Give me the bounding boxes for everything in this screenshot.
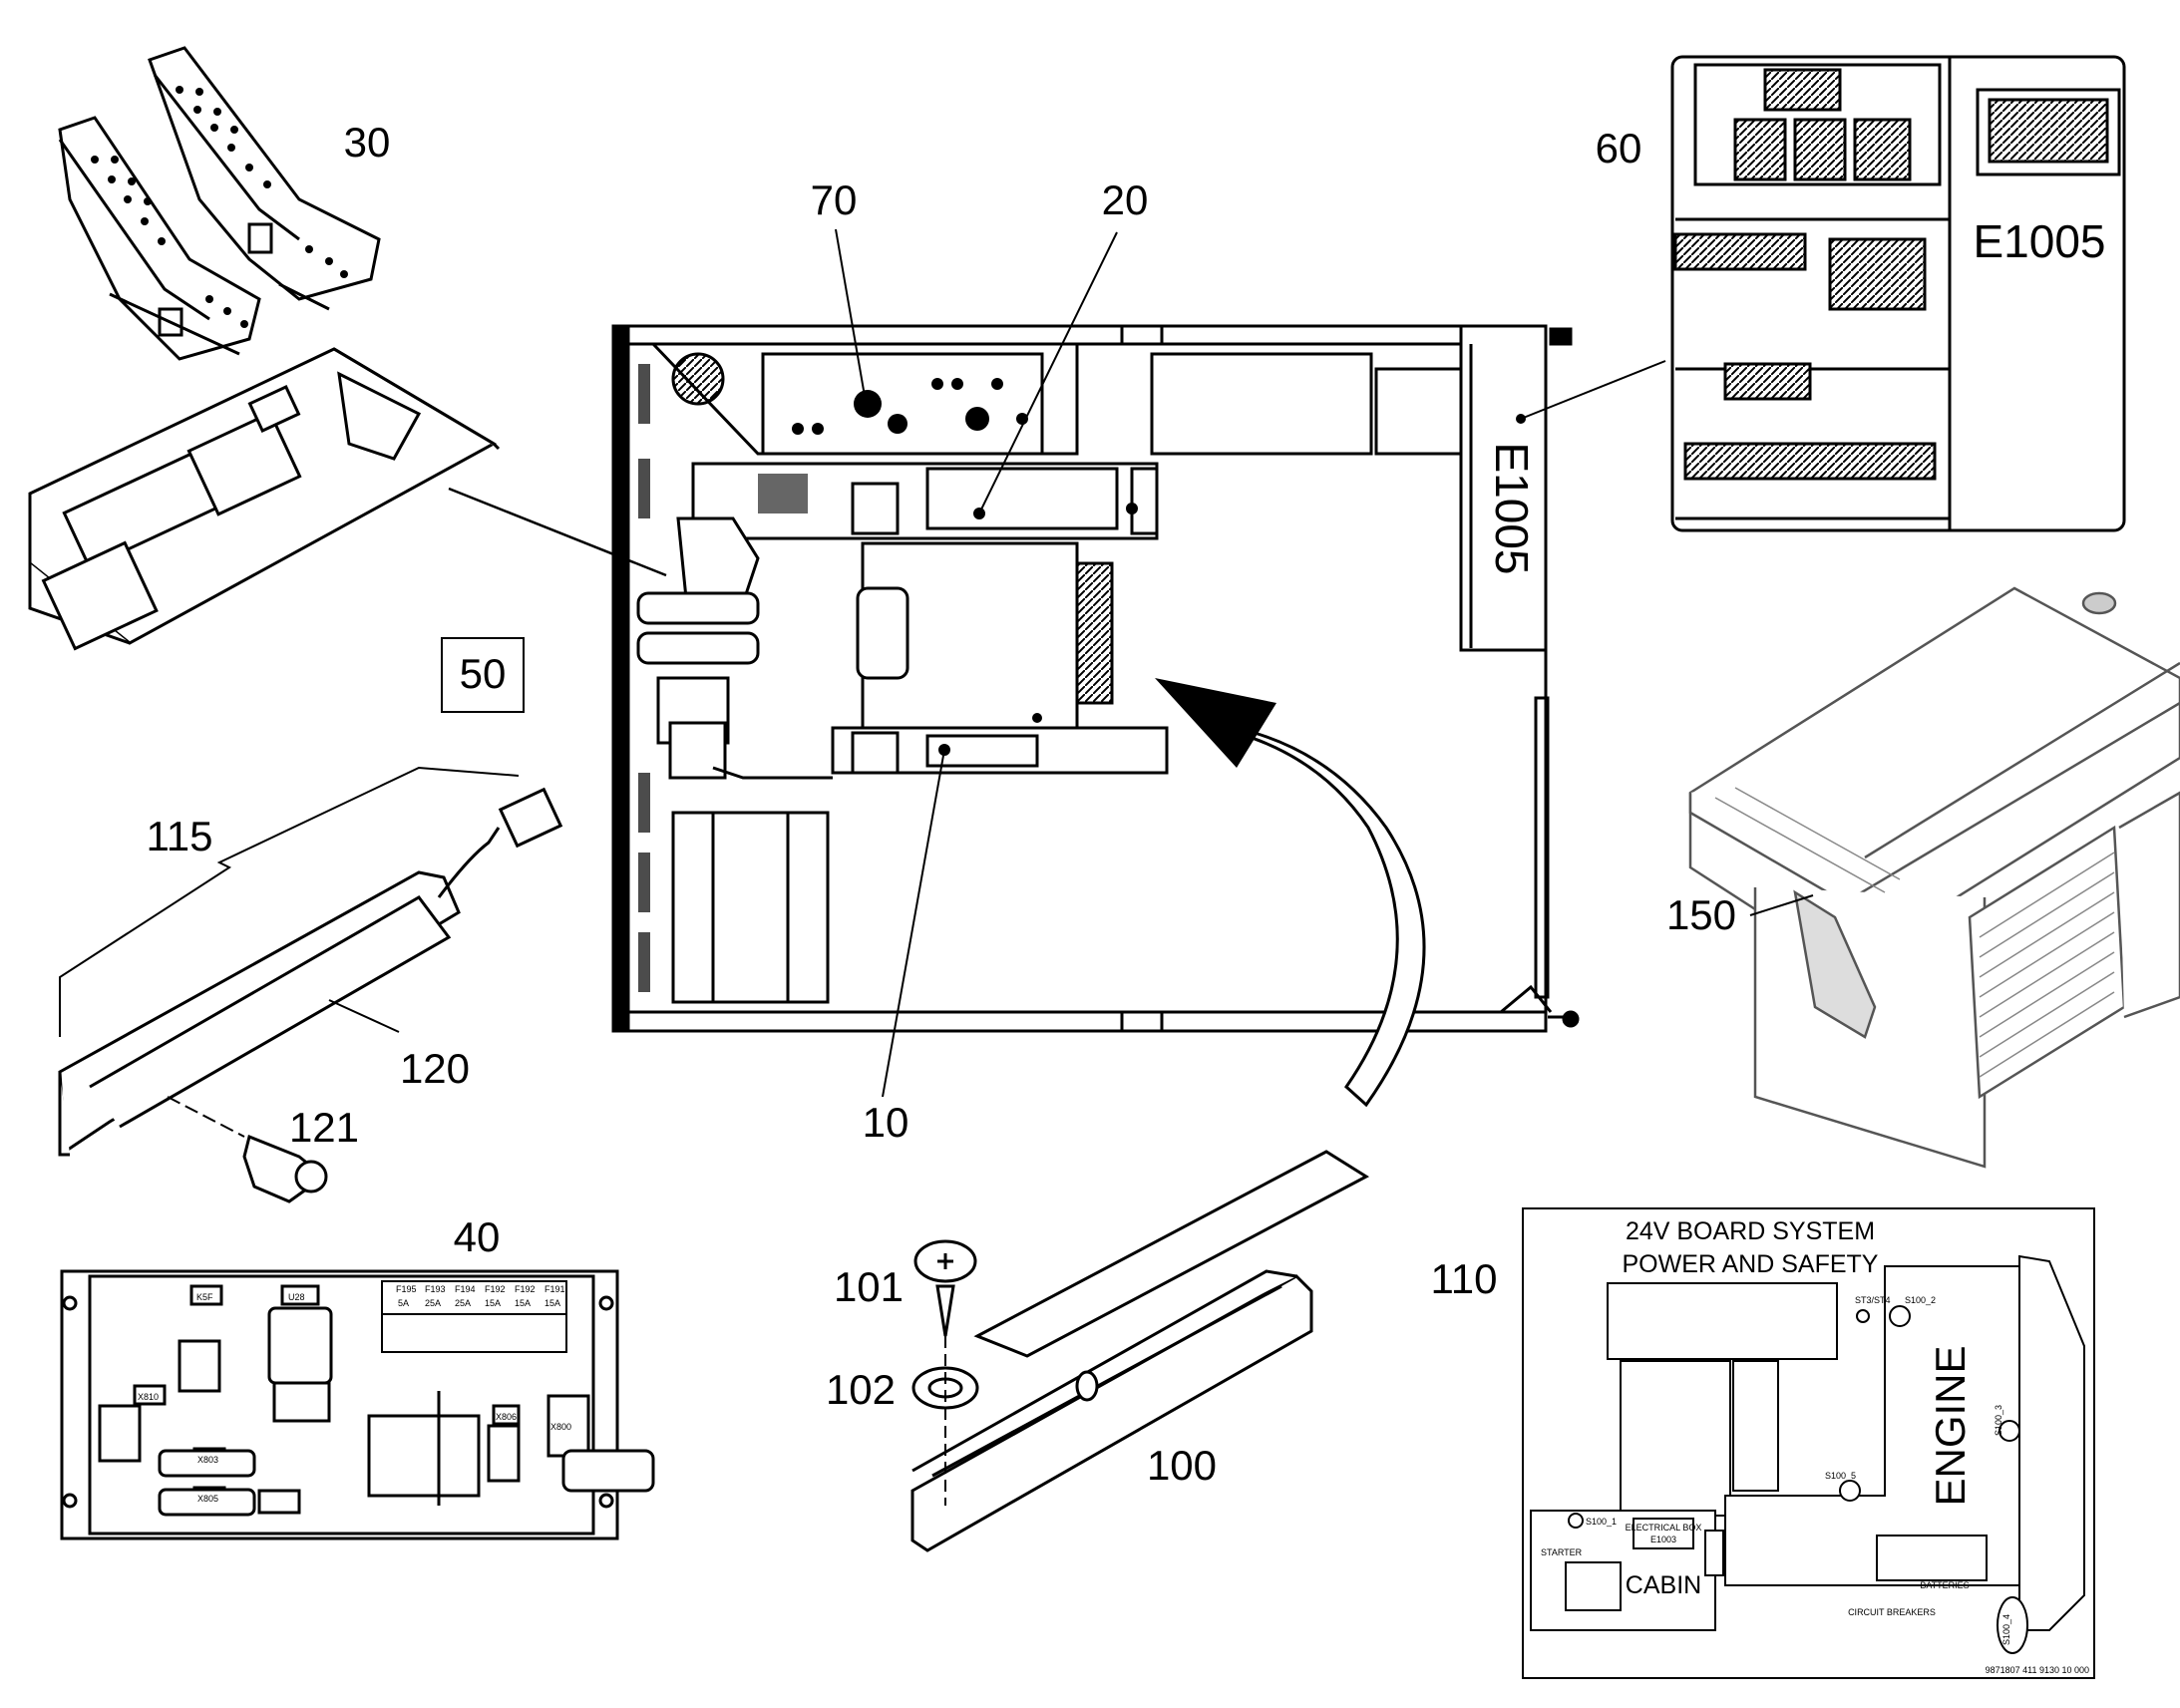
callout-120: 120 xyxy=(400,1045,470,1092)
callout-101: 101 xyxy=(834,1263,904,1310)
callout-20: 20 xyxy=(1102,176,1149,223)
leader-line xyxy=(1520,360,1666,420)
svg-text:X806: X806 xyxy=(496,1412,517,1422)
svg-text:25A: 25A xyxy=(425,1298,441,1308)
svg-text:F194: F194 xyxy=(455,1284,476,1294)
svg-text:F193: F193 xyxy=(425,1284,446,1294)
svg-text:K5F: K5F xyxy=(196,1292,213,1302)
svg-text:X805: X805 xyxy=(197,1494,218,1504)
decal-text: 24V BOARD SYSTEM POWER AND SAFETY ENGINE… xyxy=(1541,1217,2089,1675)
reference-box xyxy=(441,637,525,713)
cab-plan-view xyxy=(611,324,1580,1033)
floor-plate xyxy=(28,347,501,651)
svg-text:15A: 15A xyxy=(485,1298,501,1308)
fuse-labels: F195 F193 F194 F192 F192 F191 5A 25A 25A… xyxy=(138,1284,571,1504)
callout-110: 110 xyxy=(1431,1255,1498,1302)
callout-70: 70 xyxy=(811,176,858,223)
svg-text:X800: X800 xyxy=(550,1422,571,1432)
callout-10: 10 xyxy=(863,1099,909,1146)
svg-text:STARTER: STARTER xyxy=(1541,1547,1583,1557)
svg-text:15A: 15A xyxy=(515,1298,531,1308)
svg-text:X810: X810 xyxy=(138,1392,159,1402)
svg-text:ELECTRICAL BOX: ELECTRICAL BOX xyxy=(1626,1523,1702,1533)
callout-50: 50 xyxy=(460,650,507,697)
leader-line xyxy=(448,487,667,577)
e1005-plan-label: E1005 xyxy=(1486,442,1538,574)
plan-leaders xyxy=(835,228,1118,1098)
svg-text:U28: U28 xyxy=(288,1292,305,1302)
circuit-board xyxy=(60,1269,655,1540)
svg-text:CIRCUIT BREAKERS: CIRCUIT BREAKERS xyxy=(1848,1607,1936,1617)
svg-text:BATTERIES: BATTERIES xyxy=(1920,1580,1969,1590)
svg-text:F191: F191 xyxy=(545,1284,565,1294)
svg-text:ST3/ST4: ST3/ST4 xyxy=(1855,1295,1891,1305)
lamp-assembly xyxy=(58,766,563,1203)
install-arrow xyxy=(1155,678,1426,1108)
callout-121: 121 xyxy=(289,1104,359,1151)
callout-numbers: 10 20 30 40 60 70 100 101 102 110 115 12… xyxy=(147,119,1737,1489)
callout-100: 100 xyxy=(1147,1442,1217,1489)
svg-text:X803: X803 xyxy=(197,1455,218,1465)
e1005-panel-label: E1005 xyxy=(1973,215,2105,267)
cable-duct xyxy=(910,1150,1370,1552)
svg-text:9871807 411 9130 10 000: 9871807 411 9130 10 000 xyxy=(1986,1665,2089,1675)
callout-40: 40 xyxy=(454,1213,501,1260)
svg-text:S100_5: S100_5 xyxy=(1825,1471,1856,1481)
leader-line xyxy=(328,999,400,1033)
callout-30: 30 xyxy=(344,119,391,166)
svg-text:S100_2: S100_2 xyxy=(1905,1295,1936,1305)
svg-text:24V BOARD SYSTEM: 24V BOARD SYSTEM xyxy=(1626,1217,1875,1245)
warning-decal xyxy=(1522,1207,2095,1679)
pedal-assembly xyxy=(58,46,381,361)
electrical-cabinet xyxy=(1670,55,2126,532)
svg-text:ENGINE: ENGINE xyxy=(1927,1345,1974,1506)
svg-text:S100_4: S100_4 xyxy=(2001,1614,2011,1645)
svg-text:S100_1: S100_1 xyxy=(1586,1517,1617,1527)
svg-text:CABIN: CABIN xyxy=(1626,1571,1701,1599)
callout-60: 60 xyxy=(1596,125,1642,171)
svg-text:S100_3: S100_3 xyxy=(1994,1405,2003,1436)
callout-102: 102 xyxy=(826,1366,896,1413)
cab-isometric xyxy=(1688,586,2180,1169)
svg-text:F195: F195 xyxy=(396,1284,417,1294)
svg-text:E1003: E1003 xyxy=(1650,1535,1676,1544)
svg-text:F192: F192 xyxy=(515,1284,536,1294)
callout-115: 115 xyxy=(147,813,213,859)
svg-text:POWER AND SAFETY: POWER AND SAFETY xyxy=(1623,1250,1879,1278)
svg-text:15A: 15A xyxy=(545,1298,560,1308)
leader-line xyxy=(1749,894,1814,916)
svg-text:25A: 25A xyxy=(455,1298,471,1308)
svg-text:5A: 5A xyxy=(398,1298,409,1308)
callout-150: 150 xyxy=(1666,891,1736,938)
svg-text:F192: F192 xyxy=(485,1284,506,1294)
